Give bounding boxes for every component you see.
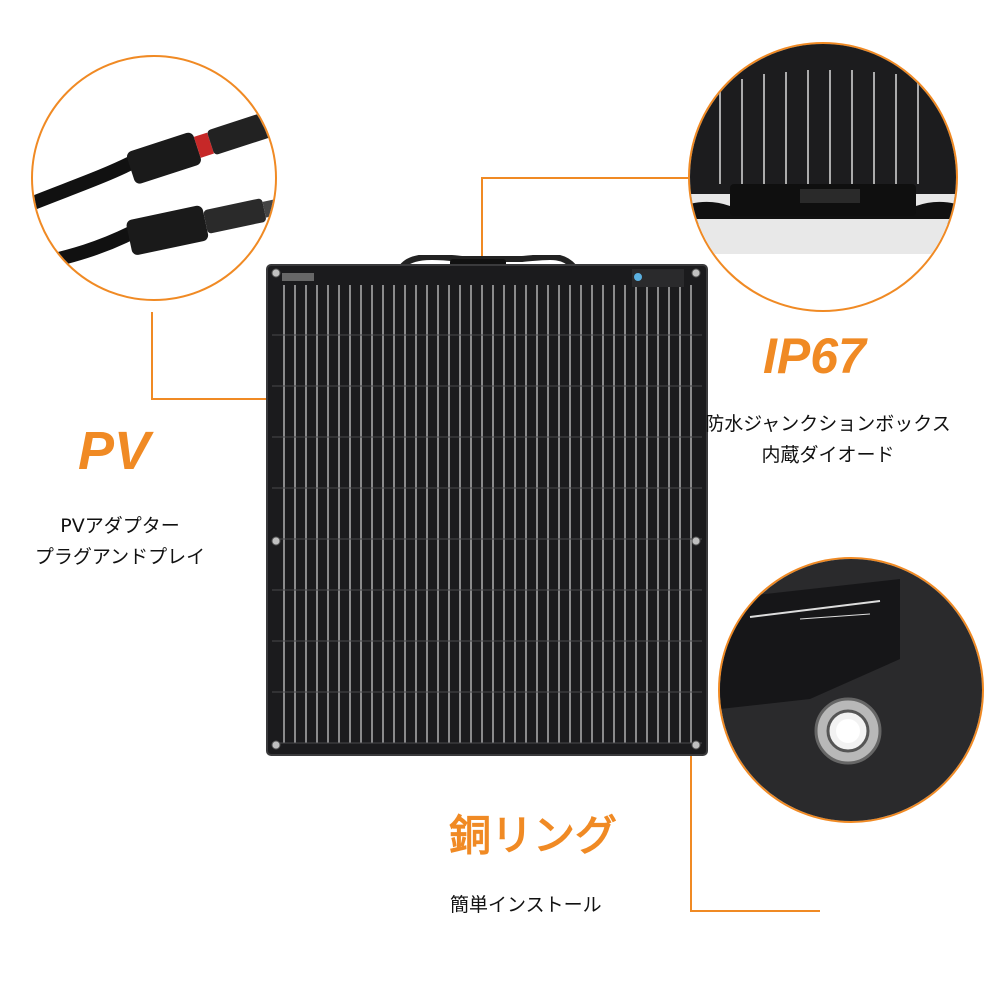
- junction-box-callout: [688, 42, 958, 312]
- pv-description-line-1: PVアダプター: [60, 515, 180, 537]
- grommet-callout: [718, 557, 984, 823]
- pv-leader-vertical: [151, 312, 153, 400]
- ring-description-line-1: 簡単インストール: [450, 894, 602, 916]
- grommet-icon: [720, 559, 982, 821]
- ip67-description-line-1: 防水ジャンクションボックス: [705, 413, 951, 435]
- junction-box-icon: [690, 44, 956, 254]
- connector-callout: [31, 55, 277, 301]
- ring-leader-vertical: [690, 752, 692, 912]
- ip67-title: IP67: [763, 328, 866, 384]
- pv-description: PVアダプター プラグアンドプレイ: [20, 511, 220, 573]
- solar-panel: [266, 255, 708, 756]
- ip67-leader-horizontal: [481, 177, 691, 179]
- pv-leader-horizontal: [151, 398, 275, 400]
- ring-description: 簡単インストール: [450, 890, 602, 921]
- pv-title: PV: [78, 421, 151, 481]
- mc4-connector-icon: [33, 112, 275, 273]
- ring-title: 銅リング: [449, 812, 618, 859]
- ip67-description-line-2: 内蔵ダイオード: [761, 444, 895, 466]
- ring-leader-horizontal: [690, 910, 820, 912]
- ip67-leader-vertical: [481, 177, 483, 265]
- pv-description-line-2: プラグアンドプレイ: [34, 546, 206, 568]
- ip67-description: 防水ジャンクションボックス 内蔵ダイオード: [683, 409, 973, 471]
